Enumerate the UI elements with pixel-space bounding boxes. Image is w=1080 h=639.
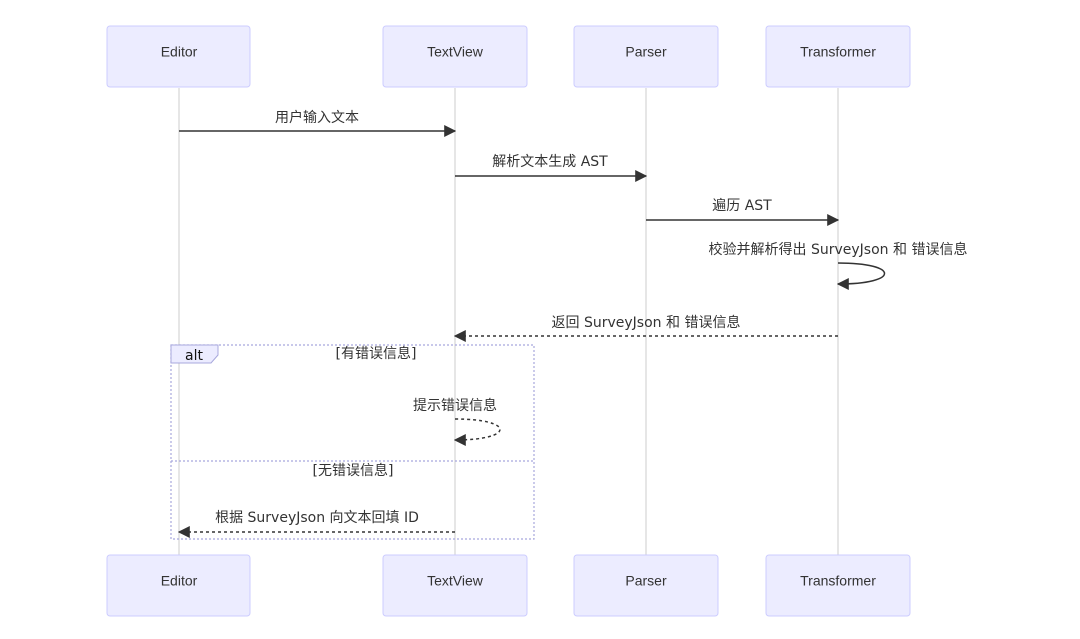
message-label: 遍历 AST — [712, 198, 772, 214]
actor-editor-bottom: Editor — [106, 554, 251, 617]
actor-textview-top: TextView — [382, 25, 528, 88]
actor-label: Transformer — [800, 44, 876, 60]
message-self-arrow — [453, 418, 501, 446]
alt-condition-no-error: [无错误信息] — [313, 462, 394, 479]
actor-parser-bottom: Parser — [573, 554, 719, 617]
message-label: 根据 SurveyJson 向文本回填 ID — [215, 510, 419, 526]
message-label: 提示错误信息 — [413, 397, 497, 414]
actor-label: TextView — [427, 44, 484, 60]
alt-label: alt — [185, 348, 203, 364]
message-parse-ast: 解析文本生成 AST — [455, 154, 648, 182]
message-return-result: 返回 SurveyJson 和 错误信息 — [453, 314, 838, 342]
message-label: 用户输入文本 — [275, 109, 359, 126]
actor-label: Parser — [625, 44, 667, 60]
alt-frame: alt [有错误信息] [无错误信息] — [170, 344, 535, 540]
alt-tab — [170, 344, 219, 364]
actor-transformer-bottom: Transformer — [765, 554, 911, 617]
actor-editor-top: Editor — [106, 25, 251, 88]
actor-label: TextView — [427, 573, 484, 589]
message-self-arrow — [836, 262, 885, 290]
message-label: 返回 SurveyJson 和 错误信息 — [552, 314, 741, 331]
message-traverse-ast: 遍历 AST — [646, 198, 840, 226]
message-fill-id: 根据 SurveyJson 向文本回填 ID — [177, 510, 455, 538]
actor-label: Parser — [625, 573, 667, 589]
message-label: 解析文本生成 AST — [492, 154, 608, 170]
actor-label: Transformer — [800, 573, 876, 589]
actor-label: Editor — [161, 44, 198, 60]
alt-condition-error: [有错误信息] — [336, 345, 417, 362]
actor-label: Editor — [161, 573, 198, 589]
message-user-input: 用户输入文本 — [179, 109, 457, 137]
message-label: 校验并解析得出 SurveyJson 和 错误信息 — [709, 241, 968, 258]
actor-transformer-top: Transformer — [765, 25, 911, 88]
message-validate-parse: 校验并解析得出 SurveyJson 和 错误信息 — [709, 241, 968, 290]
actor-parser-top: Parser — [573, 25, 719, 88]
message-show-error: 提示错误信息 — [413, 397, 501, 446]
actor-textview-bottom: TextView — [382, 554, 528, 617]
